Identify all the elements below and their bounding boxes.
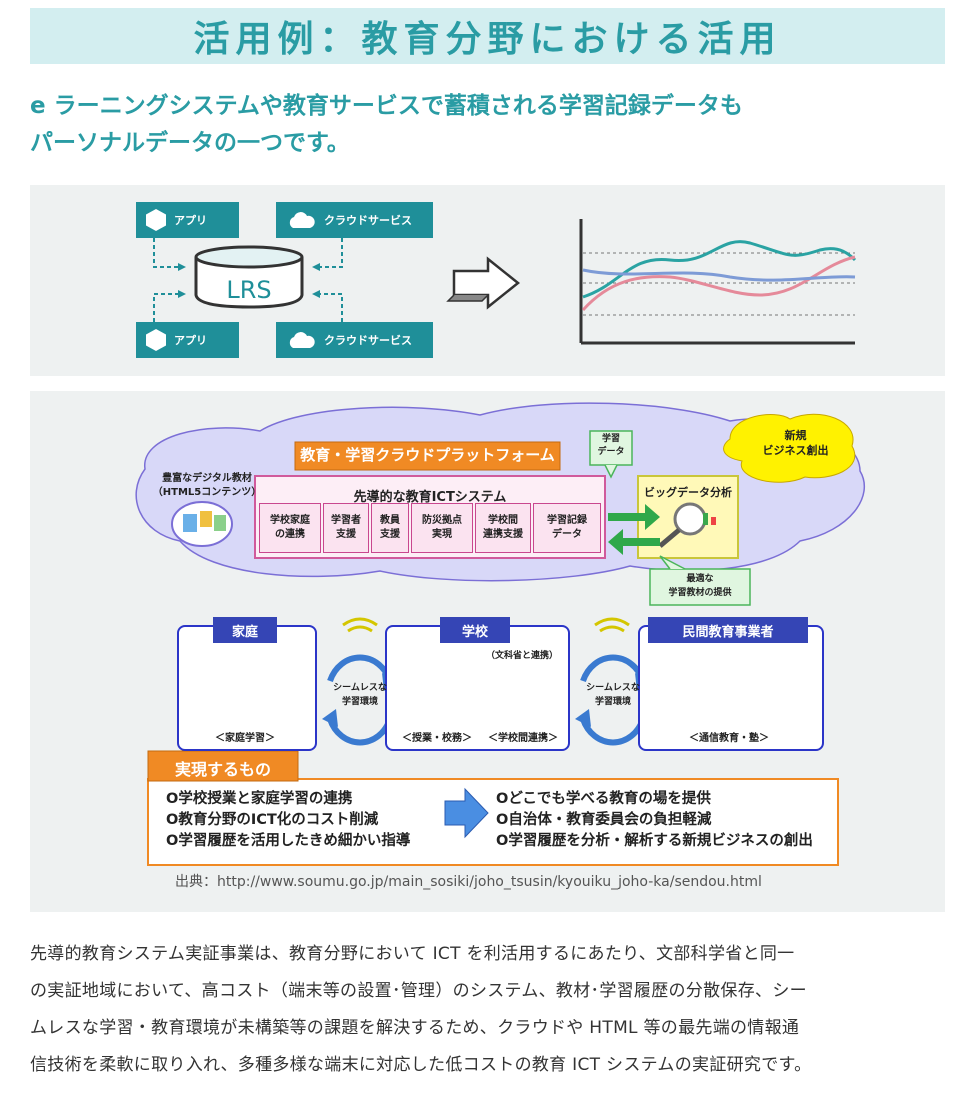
digital-material-label: 豊富なデジタル教材 (162, 473, 252, 484)
learning-data-label: 学習 データ (597, 434, 625, 457)
list-item: O教育分野のICT化のコスト削減 (166, 812, 379, 828)
private-label: 民間教育事業者 (648, 617, 808, 643)
seamless-label: シームレスな 学習環境 (333, 683, 387, 707)
page-title: 活用例：教育分野における活用 (193, 19, 782, 60)
platform-title: 教育・学習クラウドプラットフォーム (300, 446, 555, 464)
lrs-graphic: LRS (153, 219, 857, 345)
body-paragraph: 先導的教育システム実証事業は、教育分野において ICT を利活用するにあたり、文… (30, 936, 948, 1084)
system-cell: 教員 支援 (371, 503, 409, 553)
private-box (638, 625, 824, 751)
body-line: ムレスな学習・教育環境が未構築等の課題を解決するため、クラウドや HTML 等の… (30, 1018, 800, 1038)
school-caption-class: ＜授業・校務＞ (402, 733, 472, 744)
optimal-material-label: 最適な 学習教材の提供 (668, 574, 732, 598)
app-tag-bottom: アプリ (136, 322, 239, 358)
hexagon-icon (146, 329, 166, 351)
connector-line (153, 293, 180, 322)
school-label: 学校 (440, 617, 510, 643)
system-cell: 学習記録 データ (533, 503, 601, 553)
title-banner: 活用例：教育分野における活用 (30, 8, 945, 64)
lead-line-1: e ラーニングシステムや教育サービスで蓄積される学習記録データも (30, 93, 743, 119)
system-cell: 防災拠点 実現 (411, 503, 473, 553)
cloud-tag-bottom: クラウドサービス (276, 322, 433, 358)
realize-right-list: Oどこでも学べる教育の場を提供 O自治体・教育委員会の負担軽減 O学習履歴を分析… (496, 789, 813, 852)
list-item: O学習履歴を活用したきめ細かい指導 (166, 833, 411, 849)
realize-box (147, 778, 839, 866)
tag-label: クラウドサービス (324, 334, 412, 347)
cloud-icon (289, 332, 315, 348)
new-business-label: 新規 ビジネス創出 (762, 429, 829, 457)
education-cloud-diagram: 教育・学習クラウドプラットフォーム 豊富なデジタル教材 （HTML5コンテンツ）… (30, 391, 945, 912)
trend-chart-icon (579, 219, 857, 345)
list-item: O学校授業と家庭学習の連携 (166, 791, 353, 807)
ict-system-title: 先導的な教育ICTシステム (353, 490, 507, 505)
app-tag-top: アプリ (136, 202, 239, 238)
tag-label: アプリ (174, 214, 207, 227)
big-data-label: ビッグデータ分析 (644, 486, 732, 499)
cloud-icon (289, 212, 315, 228)
arrow-left-icon (608, 529, 660, 555)
list-item: Oどこでも学べる教育の場を提供 (496, 791, 711, 807)
tag-label: アプリ (174, 334, 207, 347)
lead-text: e ラーニングシステムや教育サービスで蓄積される学習記録データも パーソナルデー… (30, 88, 930, 162)
cloud-tag-top: クラウドサービス (276, 202, 433, 238)
home-label: 家庭 (213, 617, 277, 643)
connector-line (153, 238, 180, 268)
school-caption-inter: ＜学校間連携＞ (488, 733, 558, 744)
signal-icon (342, 617, 630, 633)
tag-label: クラウドサービス (324, 214, 412, 227)
connector-line (318, 293, 343, 322)
system-cell: 学校家庭 の連携 (259, 503, 321, 553)
hexagon-icon (146, 209, 166, 231)
realize-left-list: O学校授業と家庭学習の連携 O教育分野のICT化のコスト削減 O学習履歴を活用し… (166, 789, 410, 852)
body-line: 先導的教育システム実証事業は、教育分野において ICT を利活用するにあたり、文… (30, 944, 795, 964)
seamless-label: シームレスな 学習環境 (586, 683, 640, 707)
home-box (177, 625, 317, 751)
lrs-figure: アプリ クラウドサービス アプリ クラウドサービス (30, 185, 945, 376)
system-cell: 学習者 支援 (323, 503, 369, 553)
digital-material-sub: （HTML5コンテンツ） (152, 487, 262, 498)
realize-title: 実現するもの (174, 760, 271, 779)
lrs-database-icon (194, 245, 304, 309)
body-line: 信技術を柔軟に取り入れ、多種多様な端末に対応した低コストの教育 ICT システム… (30, 1055, 812, 1075)
private-caption: ＜通信教育・塾＞ (689, 733, 769, 744)
list-item: O自治体・教育委員会の負担軽減 (496, 812, 712, 828)
new-business-burst (723, 413, 856, 483)
list-item: O学習履歴を分析・解析する新規ビジネスの創出 (496, 833, 813, 849)
connector-line (318, 238, 343, 268)
magnifier-icon (673, 502, 707, 536)
body-line: の実証地域において、高コスト（端末等の設置･管理）のシステム、教材･学習履歴の分… (30, 981, 807, 1001)
arrow-right-icon (608, 504, 660, 530)
arrow-right-icon (444, 787, 489, 839)
source-citation: 出典：http://www.soumu.go.jp/main_sosiki/jo… (175, 874, 762, 890)
school-note: （文科省と連携） (485, 651, 558, 661)
system-cell: 学校間 連携支援 (475, 503, 531, 553)
lead-line-2: パーソナルデータの一つです。 (30, 130, 350, 156)
lrs-label: LRS (226, 276, 271, 304)
home-caption: ＜家庭学習＞ (215, 733, 275, 744)
